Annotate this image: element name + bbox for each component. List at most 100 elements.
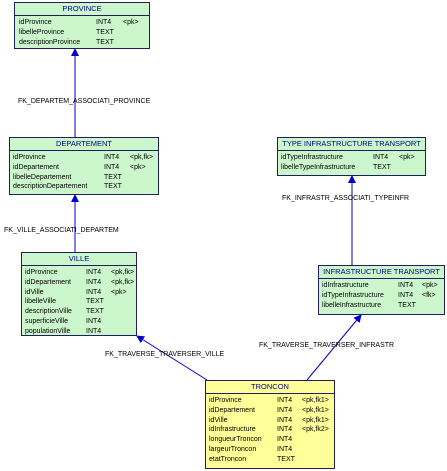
attribute-row: descriptionProvince TEXT (15, 38, 149, 48)
attribute-list: idProvince INT4 <pk,fk> idDepartement IN… (22, 266, 136, 337)
attribute-row: populationVille INT4 (22, 327, 136, 337)
attribute-key: <pk,fk> (111, 269, 134, 276)
entity-title: DEPARTEMENT (10, 138, 158, 151)
entity-title: INFRASTRUCTURE TRANSPORT (319, 266, 444, 279)
attribute-row: idDepartement INT4 <pk,fk1> (206, 406, 334, 416)
attribute-type: INT4 (86, 278, 102, 286)
attribute-type: INT4 (277, 445, 293, 453)
line-tr-infra (306, 314, 362, 381)
entity-troncon[interactable]: TRONCON idProvince INT4 <pk,fk1> idDepar… (205, 380, 335, 469)
attribute-key: <pk,fk1> (302, 416, 329, 424)
attribute-list: idProvince INT4 <pk> libelleProvince TEX… (15, 16, 149, 47)
entity-ville[interactable]: VILLE idProvince INT4 <pk,fk> idDepartem… (21, 252, 137, 336)
attribute-name: libelleTypeInfrastructure (281, 163, 356, 171)
attribute-row: libelleVille TEXT (22, 297, 136, 307)
attribute-row: idProvince INT4 <pk> (15, 18, 149, 28)
attribute-type: TEXT (373, 163, 391, 171)
attribute-row: idInfrastructure INT4 <pk> (319, 281, 444, 291)
attribute-type: TEXT (96, 38, 114, 46)
attribute-row: idProvince INT4 <pk,fk> (10, 153, 158, 163)
attribute-name: idDepartement (13, 163, 59, 171)
attribute-name: descriptionProvince (19, 38, 81, 46)
attribute-type: INT4 (104, 163, 120, 171)
relation-label-traverse-infrastr: FK_TRAVERSE_TRAVERSER_INFRASTR (259, 342, 395, 349)
entity-title: TYPE INFRASTRUCTURE TRANSPORT (278, 138, 425, 151)
attribute-name: superficieVille (25, 317, 69, 325)
attribute-name: idDepartement (209, 406, 255, 414)
relation-label-traverse-ville: FK_TRAVERSE_TRAVERSER_VILLE (105, 351, 225, 358)
attribute-name: idProvince (13, 154, 46, 161)
attribute-name: libelleDepartement (13, 173, 72, 181)
attribute-type: TEXT (96, 28, 114, 36)
attribute-type: INT4 (86, 269, 102, 276)
attribute-name: libelleProvince (19, 28, 65, 36)
attribute-key: <pk> (130, 163, 146, 171)
attribute-type: TEXT (86, 308, 104, 316)
attribute-type: INT4 (96, 19, 112, 26)
entity-departement[interactable]: DEPARTEMENT idProvince INT4 <pk,fk> idDe… (9, 137, 159, 195)
entity-type-infrastructure-transport[interactable]: TYPE INFRASTRUCTURE TRANSPORT idTypeInfr… (277, 137, 426, 176)
attribute-name: descriptionVille (25, 308, 72, 316)
attribute-row: libelleTypeInfrastructure TEXT (278, 163, 425, 173)
attribute-key: <pk,fk> (130, 154, 153, 161)
attribute-type: TEXT (277, 455, 295, 463)
attribute-key: <pk> (422, 282, 438, 289)
attribute-row: idDepartement INT4 <pk,fk> (22, 278, 136, 288)
entity-title: PROVINCE (15, 3, 149, 16)
attribute-name: idTypeInfrastructure (322, 291, 384, 299)
relation-label-departem-province: FK_DEPARTEM_ASSOCIATI_PROVINCE (18, 98, 151, 105)
attribute-row: idTypeInfrastructure INT4 <fk> (319, 291, 444, 301)
attribute-name: idInfrastructure (209, 426, 256, 434)
attribute-row: libelleProvince TEXT (15, 28, 149, 38)
attribute-row: idInfrastructure INT4 <pk,fk2> (206, 425, 334, 435)
attribute-row: libelleInfrastructure TEXT (319, 301, 444, 311)
entity-title: VILLE (22, 253, 136, 266)
attribute-name: descriptionDepartement (13, 183, 88, 191)
attribute-key: <pk,fk> (111, 278, 134, 286)
attribute-name: libelleInfrastructure (322, 301, 382, 309)
attribute-row: idVille INT4 <pk> (22, 288, 136, 298)
attribute-key: <pk,fk2> (302, 426, 329, 434)
relation-label-infrastr-typeinfr: FK_INFRASTR_ASSOCIATI_TYPEINFR (282, 195, 410, 202)
attribute-name: populationVille (25, 327, 71, 335)
attribute-type: TEXT (86, 298, 104, 306)
attribute-type: INT4 (86, 288, 102, 296)
attribute-type: TEXT (104, 183, 122, 191)
attribute-list: idProvince INT4 <pk,fk> idDepartement IN… (10, 151, 158, 192)
attribute-type: TEXT (104, 173, 122, 181)
attribute-type: INT4 (398, 282, 414, 289)
attribute-key: <pk> (399, 154, 415, 161)
attribute-type: INT4 (104, 154, 120, 161)
attribute-name: largeurTroncon (209, 445, 257, 453)
attribute-row: idVille INT4 <pk,fk1> (206, 416, 334, 426)
attribute-name: idTypeInfrastructure (281, 154, 343, 161)
attribute-name: libelleVille (25, 298, 57, 306)
attribute-type: INT4 (373, 154, 389, 161)
attribute-row: descriptionDepartement TEXT (10, 182, 158, 192)
attribute-key: <pk> (123, 19, 139, 26)
entity-infrastructure-transport[interactable]: INFRASTRUCTURE TRANSPORT idInfrastructur… (318, 265, 445, 315)
attribute-name: idProvince (19, 19, 52, 26)
entity-province[interactable]: PROVINCE idProvince INT4 <pk> libellePro… (14, 2, 150, 49)
attribute-name: longueurTroncon (209, 436, 262, 444)
attribute-name: etatTroncon (209, 455, 247, 463)
attribute-name: idDepartement (25, 278, 71, 286)
attribute-row: idDepartement INT4 <pk> (10, 163, 158, 173)
attribute-key: <pk> (111, 288, 127, 296)
attribute-row: etatTroncon TEXT (206, 455, 334, 465)
attribute-row: superficieVille INT4 (22, 317, 136, 327)
attribute-name: idProvince (25, 269, 58, 276)
attribute-type: TEXT (398, 301, 416, 309)
attribute-list: idProvince INT4 <pk,fk1> idDepartement I… (206, 394, 334, 465)
line-tr-ville (136, 335, 208, 381)
attribute-type: INT4 (277, 397, 293, 404)
attribute-row: descriptionVille TEXT (22, 307, 136, 317)
attribute-type: INT4 (277, 416, 293, 424)
attribute-row: idProvince INT4 <pk,fk1> (206, 396, 334, 406)
attribute-type: INT4 (277, 426, 293, 434)
attribute-row: idProvince INT4 <pk,fk> (22, 268, 136, 278)
attribute-row: largeurTroncon INT4 (206, 445, 334, 455)
attribute-type: INT4 (398, 291, 414, 299)
attribute-key: <fk> (422, 291, 436, 299)
attribute-name: idVille (209, 416, 228, 424)
